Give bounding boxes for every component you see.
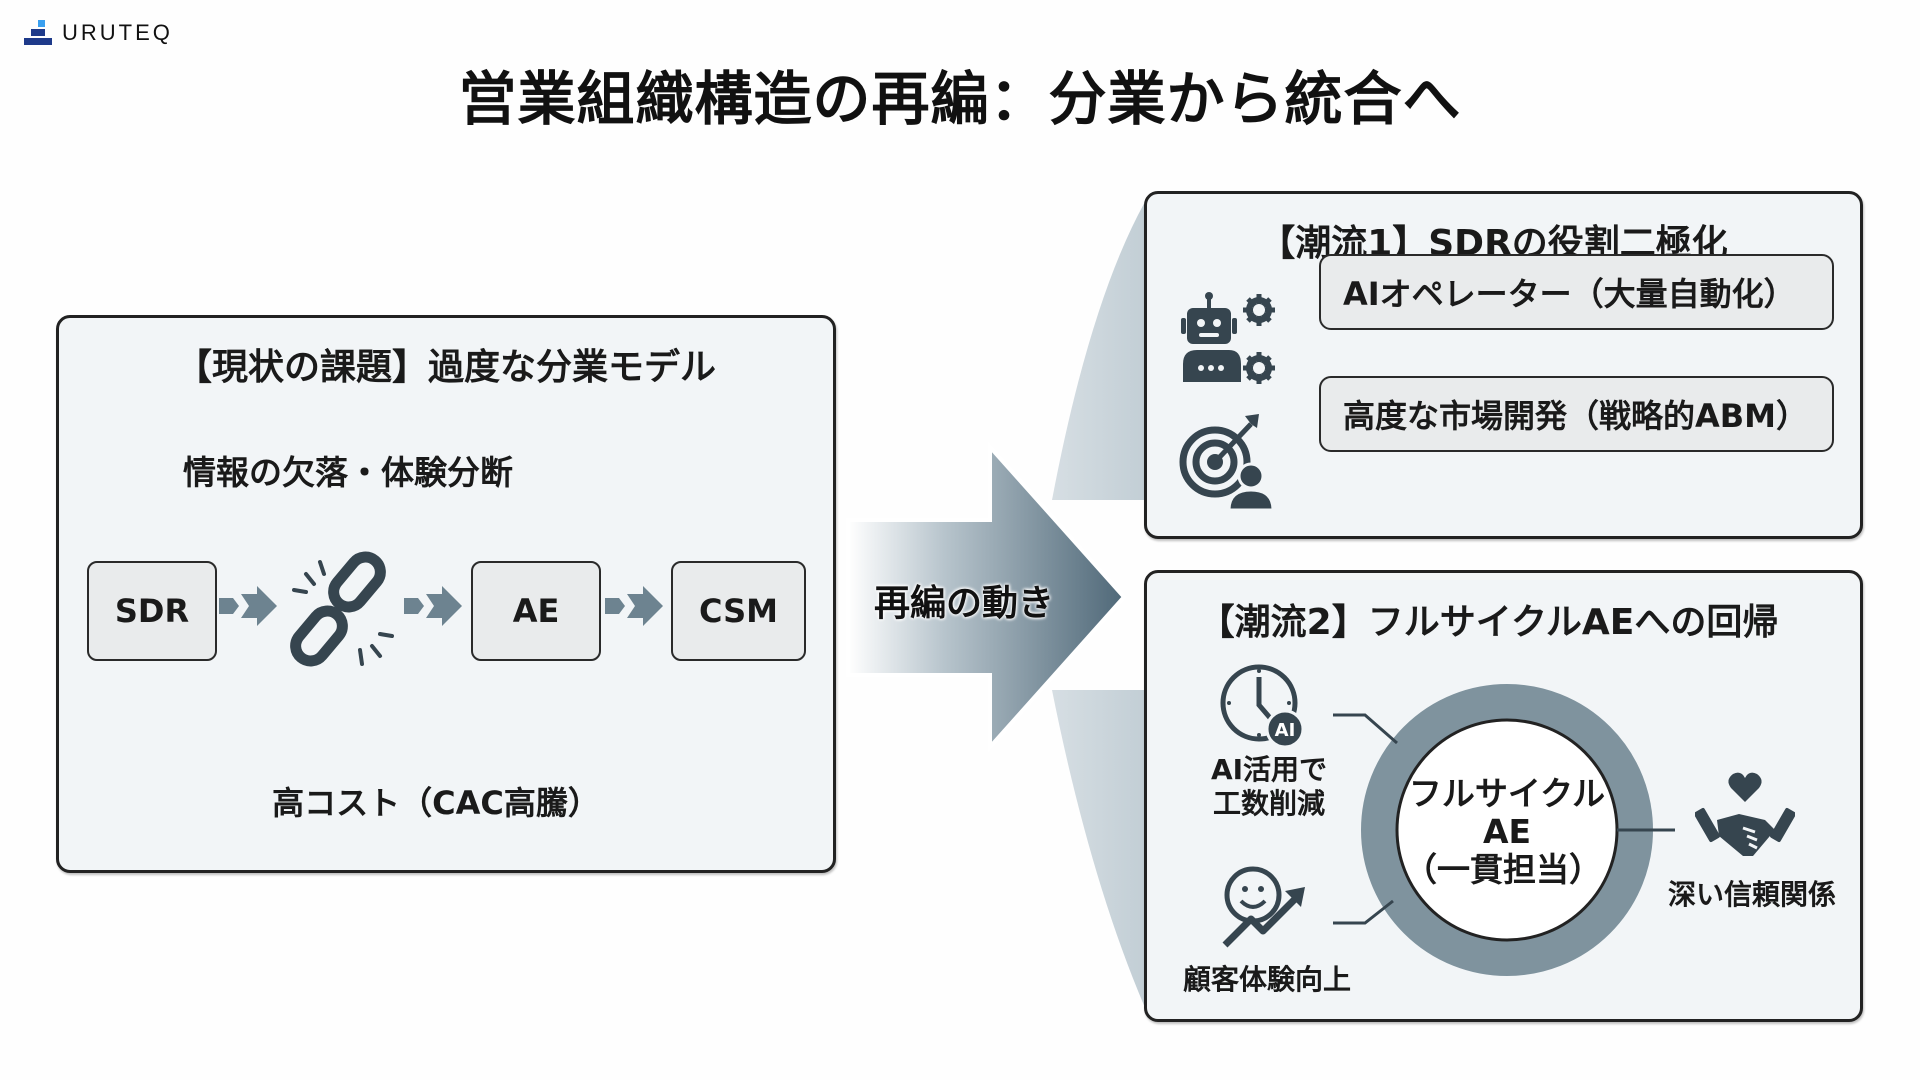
cost-label: 高コスト（CAC高騰） (272, 784, 600, 822)
svg-text:AI: AI (1275, 720, 1296, 741)
current-issue-panel: 【現状の課題】過度な分業モデル 情報の欠落・体験分断 SDR AE CSM 高コ… (56, 315, 836, 873)
connector-ai (1333, 713, 1398, 745)
ae-center-label: フルサイクル AE （一貫担当） (1387, 775, 1627, 889)
transition-label: 再編の動き (874, 583, 1055, 624)
ae-center-line1: フルサイクル (1408, 774, 1606, 813)
benefit-trust-label: 深い信頼関係 (1667, 878, 1836, 911)
trend1-panel: 【潮流1】SDRの役割二極化 AIオペレーター（大量自動化） 高 (1144, 191, 1863, 539)
bar-blocks-logo-icon (24, 20, 52, 46)
current-issue-title: 【現状の課題】過度な分業モデル (175, 347, 716, 388)
ae-center-line2: AE (1482, 812, 1532, 851)
benefit-ai-line2: 工数削減 (1212, 787, 1325, 820)
benefit-ai-line1: AI活用で (1210, 753, 1328, 786)
trend2-panel: 【潮流2】フルサイクルAEへの回帰 フルサイクル AE （一貫担当） AI AI… (1144, 570, 1863, 1022)
page-title: 営業組織構造の再編：分業から統合へ (458, 65, 1462, 133)
smile-growth-icon (1222, 866, 1305, 948)
robot-gear-icon (1181, 292, 1275, 384)
benefit-ai-label: AI活用で 工数削減 (1199, 753, 1339, 821)
big-arrow-icon (846, 441, 1127, 753)
clock-ai-icon: AI (1220, 664, 1305, 749)
issue-label: 情報の欠落・体験分断 (183, 453, 513, 492)
flow-box-ae: AE (471, 561, 601, 661)
brand-logo: URUTEQ (24, 20, 173, 46)
trend2-title: 【潮流2】フルサイクルAEへの回帰 (1198, 602, 1779, 643)
flow-arrow-icon (605, 586, 663, 626)
fan-upper-icon (1052, 200, 1146, 500)
broken-link-icon (290, 551, 394, 667)
fan-lower-icon (1052, 690, 1146, 1010)
handshake-heart-icon (1695, 772, 1795, 856)
ae-center-line3: （一貫担当） (1404, 850, 1602, 889)
flow-arrow-icon (219, 586, 277, 626)
trend1-item-abm: 高度な市場開発（戦略的ABM） (1319, 376, 1834, 452)
connector-cx (1333, 899, 1394, 925)
ring-graphic (1333, 684, 1675, 976)
flow-arrow-icon (404, 586, 462, 626)
benefit-cx-label: 顧客体験向上 (1182, 963, 1351, 996)
flow-box-csm: CSM (671, 561, 806, 661)
trend1-item-ai-operator: AIオペレーター（大量自動化） (1319, 254, 1834, 330)
target-person-icon (1179, 414, 1275, 512)
brand-name: URUTEQ (62, 20, 173, 45)
flow-box-sdr: SDR (87, 561, 217, 661)
